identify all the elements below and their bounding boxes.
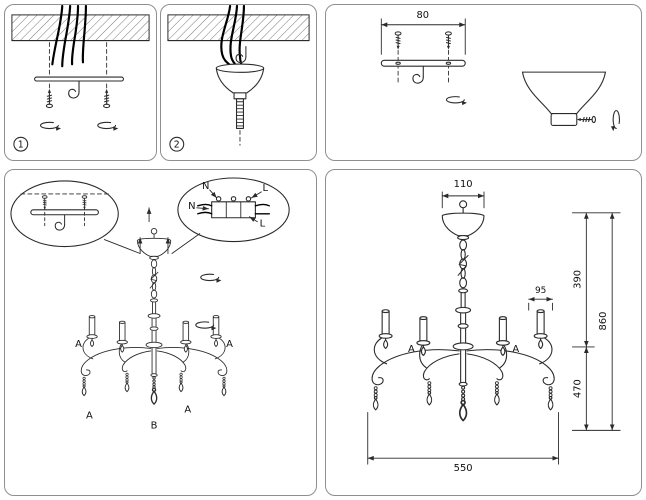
dimension-bracket-width: 80 — [380, 10, 466, 55]
panel-step2: 2 — [160, 4, 317, 161]
rotate-arrow-icon — [610, 110, 620, 132]
label-N: N — [202, 181, 209, 192]
dim-110: 110 — [454, 179, 473, 190]
panel-step1: 1 — [4, 4, 157, 161]
part-labels: A A A B A — [75, 339, 233, 431]
chandelier — [81, 228, 227, 404]
ceiling-hook — [412, 65, 424, 84]
motion-arrows — [137, 207, 171, 254]
dim-390: 390 — [572, 270, 583, 289]
mounting-plate-top — [380, 49, 466, 83]
label-A-candle-left: A — [408, 344, 415, 355]
dimensions-drawing: 110 390 470 860 9 — [367, 179, 621, 474]
dimension-upper-height: 390 — [572, 212, 589, 348]
label-A-candle-left: A — [75, 339, 82, 350]
set-screw — [576, 115, 596, 124]
label-B-drop-center: B — [151, 420, 158, 431]
step1-drawing: 1 — [11, 5, 150, 152]
dim-95: 95 — [535, 286, 546, 296]
label-A-drop-left: A — [86, 410, 93, 421]
step2-drawing: 2 — [167, 5, 310, 152]
dimension-candle: 95 — [528, 286, 554, 311]
threaded-rod — [235, 98, 244, 146]
canopy — [215, 63, 265, 100]
dimension-total-height: 860 — [598, 212, 615, 431]
assembly-drawing: N N L L A A A B — [10, 177, 290, 431]
canopy-side-view — [521, 71, 606, 126]
dim-80: 80 — [417, 10, 430, 21]
screw-left — [45, 88, 54, 109]
ceiling-hook — [68, 80, 80, 99]
chandelier — [372, 201, 554, 421]
panel-assembly: N N L L A A A B — [4, 169, 317, 496]
inset-wiring-detail: N N L L — [171, 177, 290, 254]
rotate-arrow-icon — [39, 121, 62, 132]
mains-wires — [51, 5, 88, 68]
label-N: N — [188, 201, 195, 212]
rotate-arrow-icon — [97, 121, 119, 132]
dimension-canopy-width: 110 — [441, 179, 485, 209]
inset-bracket-detail — [10, 180, 141, 254]
terminal-block — [211, 196, 256, 219]
panel-dimensions: 110 390 470 860 9 — [325, 169, 642, 496]
part-labels: A A — [408, 344, 519, 355]
ceiling-hatch — [11, 14, 150, 42]
label-A-candle-right: A — [226, 339, 233, 350]
dim-550: 550 — [454, 463, 473, 474]
bracket-drawing: 80 — [380, 10, 620, 132]
dim-860: 860 — [598, 312, 609, 331]
label-L: L — [263, 183, 269, 194]
step-number: 1 — [18, 140, 24, 151]
dimension-body-width: 550 — [367, 412, 559, 474]
ceiling-hatch — [167, 14, 310, 42]
step-number: 2 — [174, 140, 180, 151]
dimension-lower-height: 470 — [572, 346, 589, 431]
label-A-drop-right: A — [184, 404, 191, 415]
rotate-arrow-icon — [445, 96, 468, 106]
screw-right — [445, 31, 452, 51]
screw-right — [103, 88, 111, 109]
screw-left — [394, 31, 402, 51]
dim-470: 470 — [572, 379, 583, 398]
panel-bracket-and-canopy: 80 — [325, 4, 642, 161]
step-badge: 2 — [169, 136, 185, 152]
rotate-arrow-icon — [200, 273, 222, 284]
label-A-candle-right: A — [512, 344, 519, 355]
label-L: L — [260, 219, 266, 230]
step-badge: 1 — [13, 136, 29, 152]
